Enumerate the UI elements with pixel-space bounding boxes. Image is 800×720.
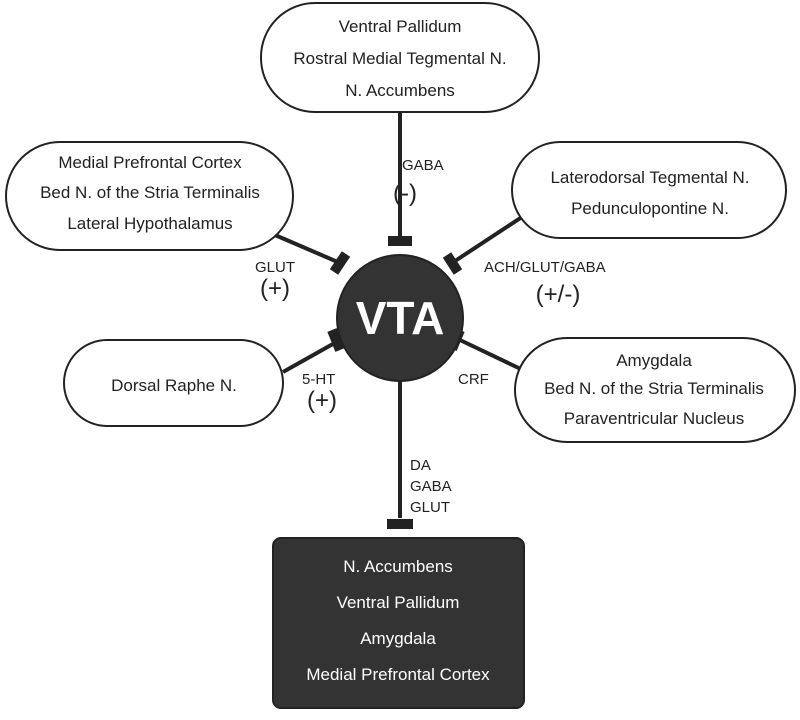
output-line-1: N. Accumbens	[343, 557, 453, 576]
connector-upper-left	[267, 230, 341, 265]
input-upper-right-line-1: Laterodorsal Tegmental N.	[550, 168, 749, 187]
output-line-3: Amygdala	[360, 629, 436, 648]
output-line-4: Medial Prefrontal Cortex	[306, 665, 490, 684]
terminal-bar-upper-left	[329, 251, 351, 275]
output-transmitter-3: GLUT	[410, 499, 450, 516]
input-upper-left-line-1: Medial Prefrontal Cortex	[58, 153, 242, 172]
connector-lower-left	[282, 338, 341, 374]
input-lower-right-box: Amygdala Bed N. of the Stria Terminalis …	[514, 337, 796, 443]
input-top-line-1: Ventral Pallidum	[339, 17, 462, 36]
terminal-bar-upper-right	[442, 252, 463, 275]
vta-node: VTA	[336, 254, 464, 382]
input-upper-right-box: Laterodorsal Tegmental N. Pedunculoponti…	[511, 141, 787, 239]
input-top-line-3: N. Accumbens	[345, 81, 455, 100]
connector-upper-right	[450, 213, 527, 265]
input-upper-left-line-3: Lateral Hypothalamus	[67, 214, 232, 233]
transmitter-upper-right: ACH/GLUT/GABA	[484, 259, 606, 276]
connectors	[267, 112, 528, 518]
input-lower-right-line-3: Paraventricular Nucleus	[564, 409, 744, 428]
vta-label: VTA	[356, 292, 445, 344]
output-box: N. Accumbens Ventral Pallidum Amygdala M…	[272, 537, 525, 709]
sign-top: (-)	[393, 180, 417, 207]
input-lower-right-line-1: Amygdala	[616, 351, 692, 370]
transmitter-top: GABA	[402, 157, 444, 174]
sign-upper-right: (+/-)	[536, 281, 581, 308]
sign-lower-left: (+)	[307, 387, 337, 414]
output-transmitter-2: GABA	[410, 478, 452, 495]
input-top-line-2: Rostral Medial Tegmental N.	[293, 49, 506, 68]
transmitter-lower-right: CRF	[458, 371, 489, 388]
transmitter-upper-left: GLUT	[255, 259, 295, 276]
connector-lower-right	[459, 338, 528, 374]
input-top-box: Ventral Pallidum Rostral Medial Tegmenta…	[260, 2, 540, 113]
output-transmitter-1: DA	[410, 457, 431, 474]
input-upper-left-line-2: Bed N. of the Stria Terminalis	[40, 183, 260, 202]
input-upper-right-line-2: Pedunculopontine N.	[571, 199, 729, 218]
input-lower-left-line-1: Dorsal Raphe N.	[111, 376, 237, 395]
sign-upper-left: (+)	[260, 275, 290, 302]
input-lower-right-line-2: Bed N. of the Stria Terminalis	[544, 379, 764, 398]
output-line-2: Ventral Pallidum	[337, 593, 460, 612]
input-lower-left-box: Dorsal Raphe N.	[63, 339, 284, 427]
terminal-bar-lower-left	[327, 328, 345, 352]
input-upper-left-box: Medial Prefrontal Cortex Bed N. of the S…	[5, 141, 294, 251]
transmitter-lower-left: 5-HT	[302, 371, 335, 388]
